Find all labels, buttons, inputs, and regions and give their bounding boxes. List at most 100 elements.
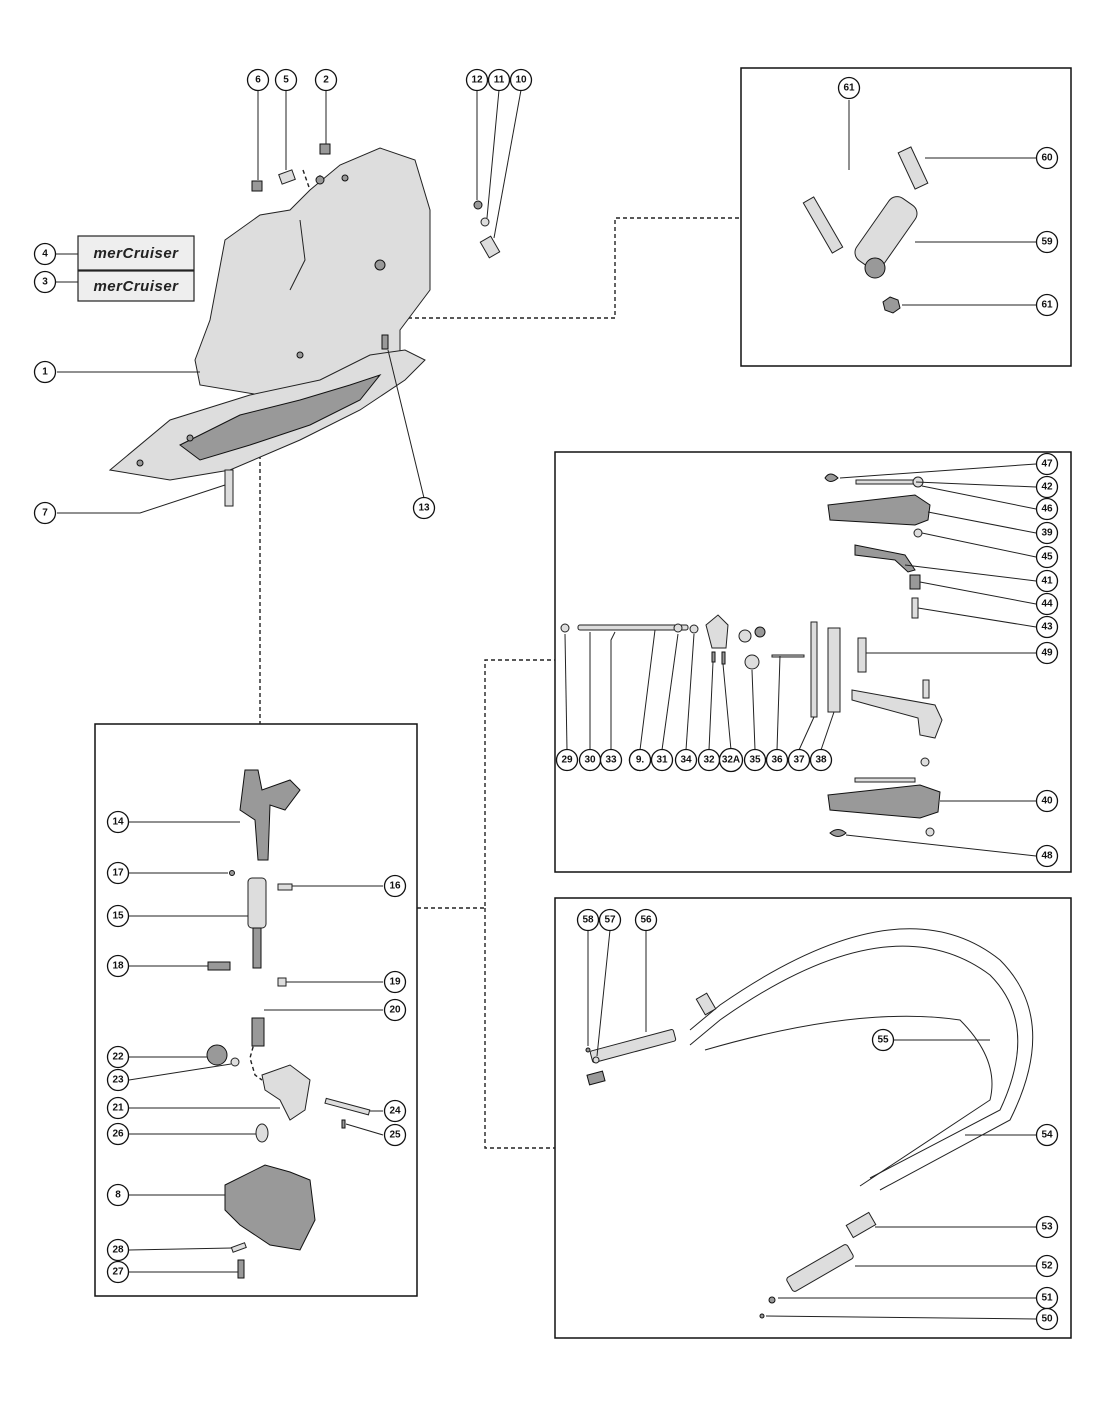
callout-circle	[33, 501, 57, 525]
callout-number: 13	[418, 503, 430, 514]
callout-circle	[1035, 615, 1059, 639]
callout-number: 52	[1041, 1261, 1053, 1272]
callout-circle	[1035, 844, 1059, 868]
washer-part-11	[480, 217, 490, 227]
callout-number: 2	[323, 75, 329, 86]
callout-11: 11	[487, 68, 511, 92]
callout-10: 10	[509, 68, 533, 92]
fitting-part-5	[278, 169, 296, 185]
callout-number: 15	[112, 911, 124, 922]
callout-6: 6	[246, 68, 270, 92]
callout-circle	[1035, 452, 1059, 476]
callout-number: 46	[1041, 504, 1053, 515]
callout-8: 8	[106, 1183, 130, 1207]
callout-39: 39	[1035, 521, 1059, 545]
callout-number: 41	[1041, 576, 1053, 587]
callout-number: 17	[112, 868, 124, 879]
callout-7: 7	[33, 501, 57, 525]
stud-part-7	[224, 469, 234, 507]
shift-parts	[206, 769, 371, 1279]
logo-decal-3: merCruiser	[77, 270, 195, 302]
callout-circle	[314, 68, 338, 92]
callout-59: 59	[1035, 230, 1059, 254]
callout-number: 38	[815, 755, 827, 766]
callout-number: 42	[1041, 482, 1053, 493]
callout-circle	[106, 1068, 130, 1092]
callout-circle	[383, 1123, 407, 1147]
callout-24: 24	[383, 1099, 407, 1123]
fitting-part-2	[319, 143, 331, 155]
callout-22: 22	[106, 1045, 130, 1069]
callout-60: 60	[1035, 146, 1059, 170]
callout-circle	[465, 68, 489, 92]
callout-28: 28	[106, 1238, 130, 1262]
callout-circle	[33, 242, 57, 266]
callout-12: 12	[465, 68, 489, 92]
callout-circle	[837, 76, 861, 100]
callout-45: 45	[1035, 545, 1059, 569]
callout-circle	[598, 908, 622, 932]
callout-circle	[106, 954, 130, 978]
fitting-part-6	[251, 180, 263, 192]
callout-32: 32	[697, 748, 721, 772]
callout-number: 28	[112, 1245, 124, 1256]
callout-16: 16	[383, 874, 407, 898]
callout-18: 18	[106, 954, 130, 978]
callout-circle	[743, 748, 767, 772]
callout-3: 3	[33, 270, 57, 294]
callout-number: 9.	[636, 755, 645, 766]
callout-14: 14	[106, 810, 130, 834]
callout-circle	[1035, 641, 1059, 665]
callout-circle	[509, 68, 533, 92]
callout-27: 27	[106, 1260, 130, 1284]
callout-number: 5	[283, 75, 289, 86]
callout-circle	[106, 1096, 130, 1120]
callout-37: 37	[787, 748, 811, 772]
callout-number: 18	[112, 961, 124, 972]
callout-circle	[787, 748, 811, 772]
callout-58: 58	[576, 908, 600, 932]
callout-circle	[106, 1122, 130, 1146]
callout-circle	[1035, 497, 1059, 521]
callout-number: 55	[877, 1035, 889, 1046]
callout-17: 17	[106, 861, 130, 885]
callout-circle	[1035, 521, 1059, 545]
callout-circle	[412, 496, 436, 520]
callout-circle	[106, 861, 130, 885]
callout-circle	[383, 1099, 407, 1123]
callout-circle	[765, 748, 789, 772]
callout-13: 13	[412, 496, 436, 520]
callout-number: 61	[843, 83, 855, 94]
callout-4: 4	[33, 242, 57, 266]
callout-circle	[106, 810, 130, 834]
callout-number: 36	[771, 755, 783, 766]
callout-61: 61	[837, 76, 861, 100]
callout-number: 51	[1041, 1293, 1053, 1304]
inset-box-cable	[554, 897, 1072, 1339]
callout-circle	[555, 748, 579, 772]
callout-circle	[650, 748, 674, 772]
callout-number: 3	[42, 277, 48, 288]
callout-number: 39	[1041, 528, 1053, 539]
callout-number: 25	[389, 1130, 401, 1141]
callout-circle	[383, 970, 407, 994]
callout-23: 23	[106, 1068, 130, 1092]
callout-circle	[1035, 475, 1059, 499]
callout-number: 49	[1041, 648, 1053, 659]
callout-number: 19	[389, 977, 401, 988]
callout-26: 26	[106, 1122, 130, 1146]
callout-circle	[106, 904, 130, 928]
callout-circle	[106, 1260, 130, 1284]
callout-number: 34	[680, 755, 692, 766]
callout-circle	[487, 68, 511, 92]
callout-circle	[33, 360, 57, 384]
callout-21: 21	[106, 1096, 130, 1120]
callout-number: 50	[1041, 1314, 1053, 1325]
callout-circle	[1035, 1215, 1059, 1239]
callout-44: 44	[1035, 592, 1059, 616]
callout-circle	[1035, 545, 1059, 569]
inset-box-pivot	[740, 67, 1072, 367]
callout-number: 60	[1041, 153, 1053, 164]
callout-50: 50	[1035, 1307, 1059, 1331]
callout-number: 58	[582, 915, 594, 926]
